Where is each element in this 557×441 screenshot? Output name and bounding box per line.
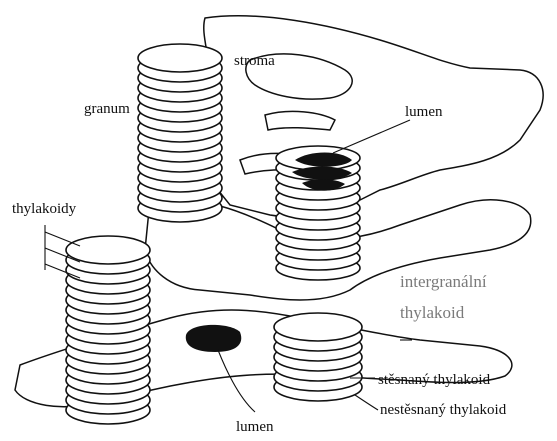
label-stesnany: stěsnaný thylakoid [378,372,491,388]
lumen-fill-bottom [186,325,242,352]
label-granum: granum [84,101,130,117]
thylakoid-disc [274,313,362,341]
label-stroma: stroma [234,53,275,69]
leader-thylakoidy-1 [45,232,80,246]
label-lumen-bottom: lumen [236,419,274,435]
granum-stack-upper [138,44,222,222]
label-lumen-top: lumen [405,104,443,120]
leader-nestesnany [355,395,378,410]
label-thylakoidy: thylakoidy [12,201,77,217]
granum-stack-bottom [274,313,362,401]
thylakoid-disc [138,44,222,72]
granum-stack-left [66,236,150,424]
label-intergranalni-1: intergranální [400,272,487,291]
upper-stroma-lamella [204,16,543,217]
label-nestesnany: nestěsnaný thylakoid [380,402,507,418]
label-intergranalni-2: thylakoid [400,303,465,322]
thylakoid-disc [66,236,150,264]
